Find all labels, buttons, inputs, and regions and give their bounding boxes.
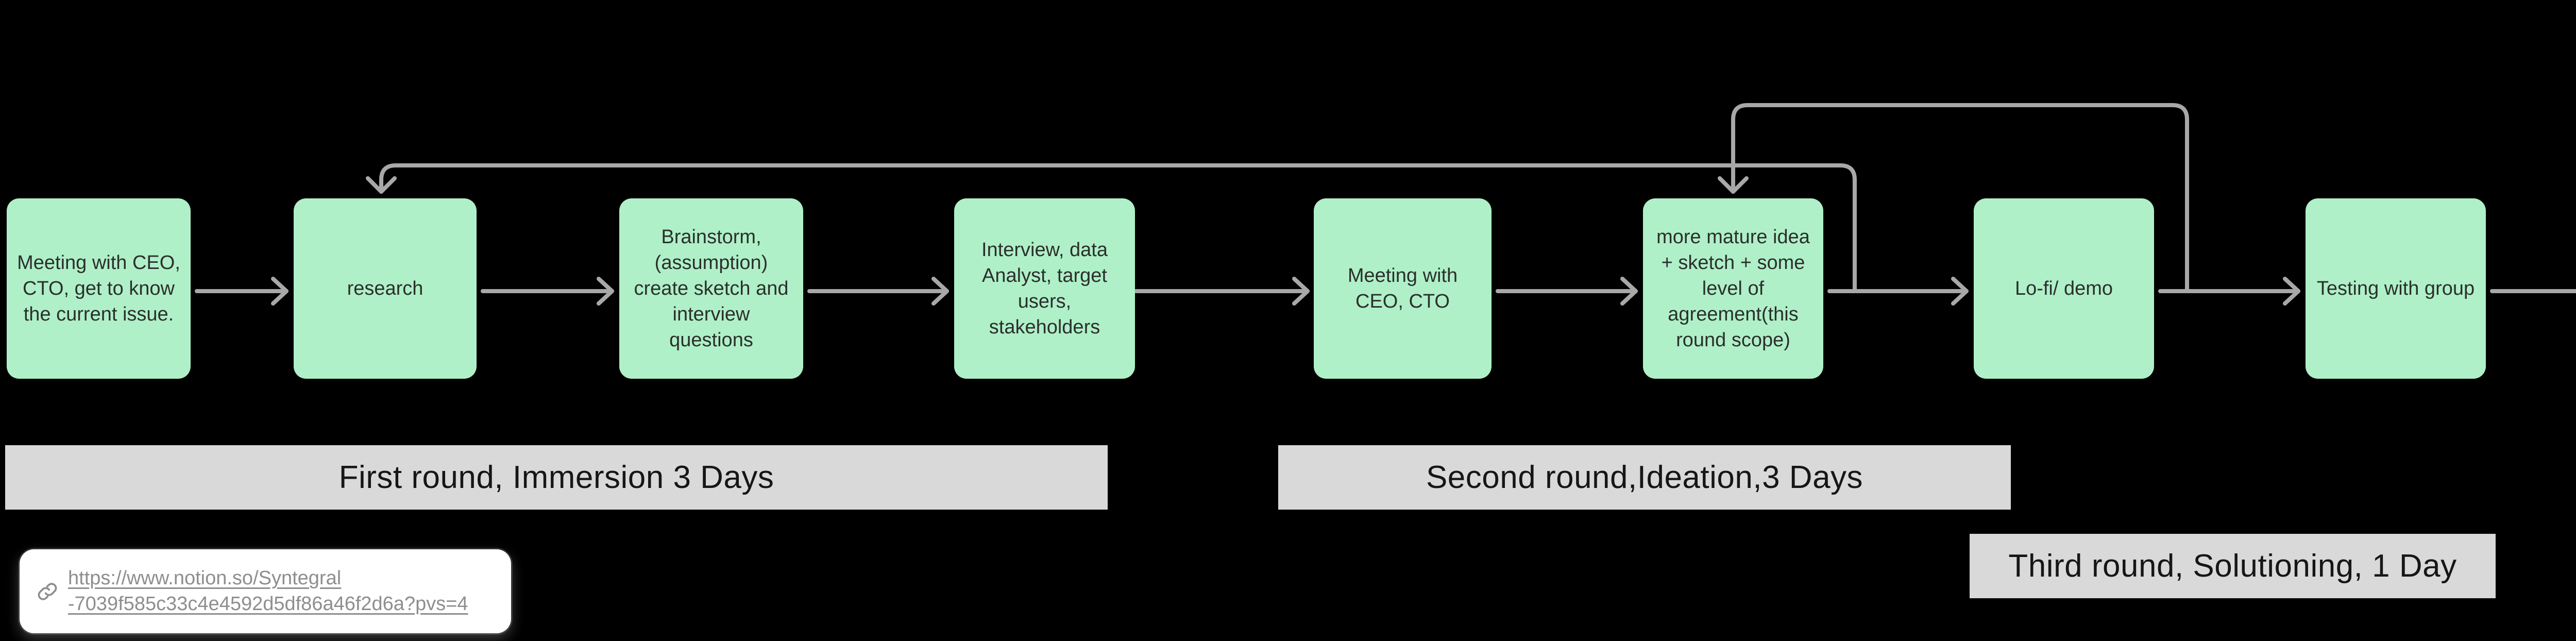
sticky-label: Brainstorm, (assumption) create sketch a… [634, 226, 789, 351]
phase-bar-first-round[interactable]: First round, Immersion 3 Days [5, 445, 1108, 510]
sticky-label: Meeting with CEO, CTO [1347, 264, 1458, 312]
sticky-step-6[interactable]: more mature idea + sketch + some level o… [1643, 198, 1823, 379]
sticky-step-1[interactable]: Meeting with CEO, CTO, get to know the c… [7, 198, 191, 379]
notion-link-line2: -7039f585c33c4e4592d5df86a46f2d6a?pvs=4 [68, 593, 468, 615]
sticky-step-7[interactable]: Lo-fi/ demo [1974, 198, 2154, 379]
arrowhead-step7 [1951, 277, 1969, 306]
sticky-step-5[interactable]: Meeting with CEO, CTO [1314, 198, 1492, 379]
sticky-label: Meeting with CEO, CTO, get to know the c… [17, 251, 180, 326]
notion-link-line1: https://www.notion.so/Syntegral [68, 567, 342, 589]
sticky-step-8[interactable]: Testing with group [2306, 198, 2486, 379]
sticky-label: Interview, data Analyst, target users, s… [981, 239, 1108, 339]
arrowhead-step6 [1620, 277, 1638, 306]
sticky-step-2[interactable]: research [294, 198, 477, 379]
connector-loop-to-step6[interactable] [1731, 103, 2189, 291]
arrowhead-step8 [2283, 277, 2300, 306]
phase-label: Second round,Ideation,3 Days [1426, 460, 1863, 495]
arrowhead-step6-top [1718, 176, 1749, 194]
sticky-label: Testing with group [2316, 277, 2475, 299]
connector-loop-to-research[interactable] [379, 163, 1857, 291]
notion-link[interactable]: https://www.notion.so/Syntegral -7039f58… [68, 566, 468, 617]
sticky-label: research [347, 277, 423, 299]
phase-bar-third-round[interactable]: Third round, Solutioning, 1 Day [1970, 534, 2496, 598]
arrowhead-step3 [597, 277, 614, 306]
sticky-step-4[interactable]: Interview, data Analyst, target users, s… [954, 198, 1135, 379]
arrowhead-research-top [366, 176, 397, 194]
arrowhead-step5 [1292, 277, 1310, 306]
phase-label: First round, Immersion 3 Days [338, 460, 774, 495]
sticky-step-3[interactable]: Brainstorm, (assumption) create sketch a… [619, 198, 803, 379]
phase-label: Third round, Solutioning, 1 Day [2008, 548, 2457, 584]
arrowhead-step4 [931, 277, 949, 306]
link-icon [38, 582, 57, 600]
phase-bar-second-round[interactable]: Second round,Ideation,3 Days [1278, 445, 2011, 510]
sticky-label: Lo-fi/ demo [2014, 277, 2113, 299]
sticky-label: more mature idea + sketch + some level o… [1656, 226, 1810, 351]
arrowhead-step2 [271, 277, 289, 306]
notion-link-card[interactable]: https://www.notion.so/Syntegral -7039f58… [20, 549, 511, 633]
